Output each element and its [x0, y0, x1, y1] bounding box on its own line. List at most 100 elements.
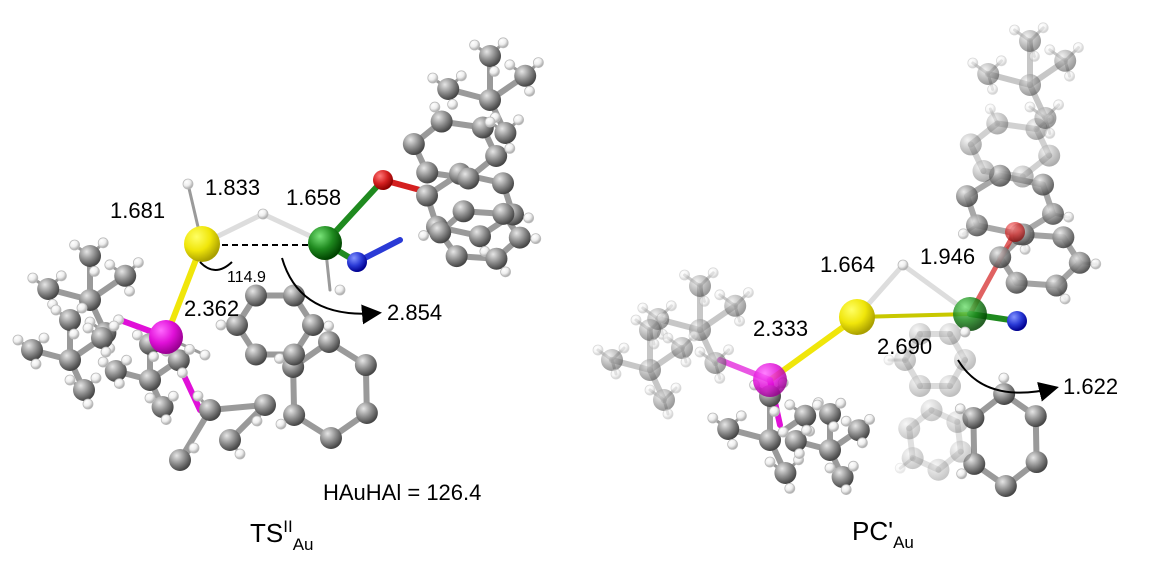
- carbon-atom: [509, 227, 531, 249]
- hydrogen-atom: [794, 449, 804, 459]
- hydrogen-atom: [829, 422, 839, 432]
- carbon-atom: [1032, 174, 1054, 196]
- hydrogen-atom: [501, 267, 511, 277]
- carbon-atom: [704, 352, 726, 374]
- sulfur-atom: [184, 226, 220, 262]
- label-2333: 2.333: [753, 318, 808, 340]
- gold-atom: [953, 297, 987, 331]
- label-1658: 1.658: [286, 187, 341, 209]
- hydrogen-atom: [324, 321, 334, 331]
- hydrogen-atom: [77, 303, 87, 313]
- carbon-atom: [514, 65, 536, 87]
- hydrogen-atom: [699, 296, 709, 306]
- carbon-atom: [199, 399, 221, 421]
- carbon-atom: [169, 449, 191, 471]
- hydrogen-atom: [183, 179, 193, 189]
- carbon-atom: [774, 462, 796, 484]
- carbon-atom: [639, 319, 661, 341]
- carbon-atom: [453, 200, 475, 222]
- caption-right: PC'Au: [852, 518, 914, 551]
- carbon-atom: [245, 343, 267, 365]
- carbon-atom: [1012, 166, 1034, 188]
- carbon-atom: [403, 133, 425, 155]
- carbon-atom: [1038, 145, 1060, 167]
- carbon-atom: [977, 63, 999, 85]
- hydrogen-atom: [1045, 128, 1055, 138]
- carbon-atom: [927, 459, 949, 481]
- hydrogen-atom: [988, 84, 998, 94]
- carbon-atom: [995, 475, 1017, 497]
- hydrogen-atom: [619, 343, 629, 353]
- hydrogen-atom: [514, 115, 524, 125]
- label-2690: 2.690: [877, 336, 932, 358]
- hydrogen-atom: [736, 411, 746, 421]
- carbon-atom: [283, 285, 305, 307]
- carbon-atom: [993, 383, 1015, 405]
- hydrogen-atom: [1038, 23, 1048, 33]
- carbon-atom: [446, 245, 468, 267]
- carbon-atom: [794, 405, 816, 427]
- hydrogen-atom: [695, 347, 705, 357]
- hydrogen-atom: [456, 71, 466, 81]
- hydrogen-atom: [39, 333, 49, 343]
- hydrogen-atom: [785, 483, 795, 493]
- carbon-atom: [139, 369, 161, 391]
- carbon-atom: [1034, 107, 1056, 129]
- hydrogen-atom: [252, 416, 262, 426]
- hydrogen-atom: [1054, 100, 1064, 110]
- hydrogen-atom: [657, 313, 667, 323]
- carbon-atom: [960, 133, 982, 155]
- oxygen-atom: [1005, 222, 1025, 242]
- carbon-atom: [1019, 74, 1041, 96]
- gold-atom: [308, 226, 342, 260]
- hydrogen-atom: [1010, 25, 1020, 35]
- hydrogen-atom: [200, 350, 210, 360]
- hydrogen-atom: [895, 463, 905, 473]
- label-2854: 2.854: [387, 302, 442, 324]
- carbon-atom: [416, 185, 438, 207]
- hydrogen-atom: [470, 40, 480, 50]
- hydrogen-atom: [56, 271, 66, 281]
- hydrogen-atom: [31, 359, 41, 369]
- carbon-atom: [939, 375, 961, 397]
- carbon-atom: [73, 379, 95, 401]
- hydrogen-atom: [428, 73, 438, 83]
- hydrogen-atom: [1073, 43, 1083, 53]
- hydrogen-atom: [91, 373, 101, 383]
- carbon-atom: [91, 327, 113, 349]
- hydrogen-atom: [708, 268, 718, 278]
- label-angle: 114.9: [227, 270, 266, 286]
- hydrogen-atom: [649, 339, 659, 349]
- hydrogen-atom: [689, 331, 699, 341]
- hydrogen-atom: [735, 316, 745, 326]
- carbon-atom: [283, 343, 305, 365]
- carbon-atom: [986, 112, 1008, 134]
- nitrogen-atom: [347, 252, 367, 272]
- hydrogen-atom: [841, 485, 851, 495]
- hydrogen-atom: [70, 240, 80, 250]
- hydrogen-atom: [1060, 294, 1070, 304]
- hydrogen-atom: [715, 290, 725, 300]
- hydrogen-atom: [663, 409, 673, 419]
- carbon-atom: [956, 185, 978, 207]
- carbon-atom: [437, 78, 459, 100]
- hydrogen-atom: [524, 213, 534, 223]
- hydrogen-atom: [122, 355, 132, 365]
- hydrogen-atom: [489, 66, 499, 76]
- carbon-atom: [320, 427, 342, 449]
- hydrogen-atom: [778, 427, 788, 437]
- carbon-atom: [1052, 226, 1074, 248]
- carbon-atom: [1054, 50, 1076, 72]
- hydrogen-atom: [1045, 45, 1055, 55]
- label-1664: 1.664: [820, 254, 875, 276]
- hydrogen-atom: [708, 413, 718, 423]
- carbon-atom: [973, 160, 995, 182]
- carbon-atom: [950, 441, 972, 463]
- hydrogen-atom: [1025, 102, 1035, 112]
- carbon-atom: [1019, 30, 1041, 52]
- carbon-atom: [356, 402, 378, 424]
- carbon-atom: [1026, 451, 1048, 473]
- carbon-atom: [759, 429, 781, 451]
- label-1681: 1.681: [110, 200, 165, 222]
